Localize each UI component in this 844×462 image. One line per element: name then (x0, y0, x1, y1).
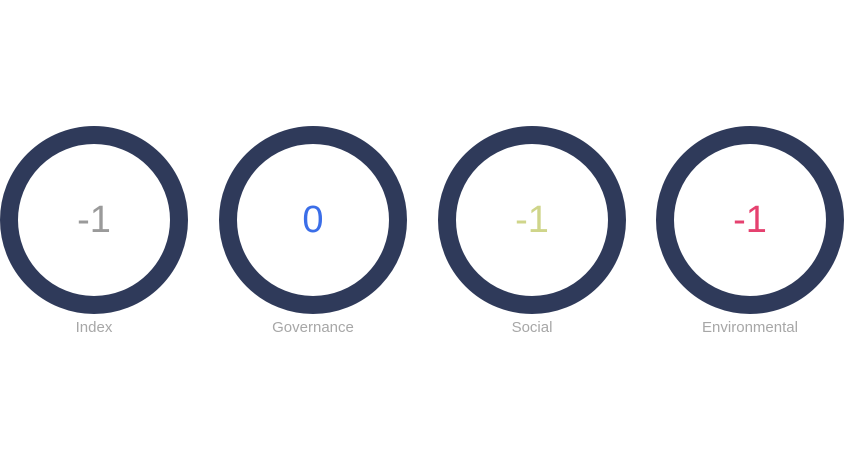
gauge-label: Index (75, 319, 113, 336)
gauge-environmental: -1 Environmental (656, 126, 844, 336)
gauge-value: -1 (733, 199, 767, 241)
gauge-value: -1 (515, 199, 549, 241)
gauge-value: -1 (77, 199, 111, 241)
gauge-ring: -1 (656, 126, 844, 314)
gauge-label: Governance (272, 319, 354, 336)
gauge-label: Environmental (702, 319, 798, 336)
gauge-ring: -1 (438, 126, 626, 314)
gauge-ring: 0 (219, 126, 407, 314)
gauge-label: Social (511, 319, 553, 336)
gauge-index: -1 Index (0, 126, 188, 336)
gauge-ring: -1 (0, 126, 188, 314)
gauge-value: 0 (302, 199, 324, 241)
gauge-social: -1 Social (438, 126, 626, 336)
gauge-governance: 0 Governance (219, 126, 407, 336)
